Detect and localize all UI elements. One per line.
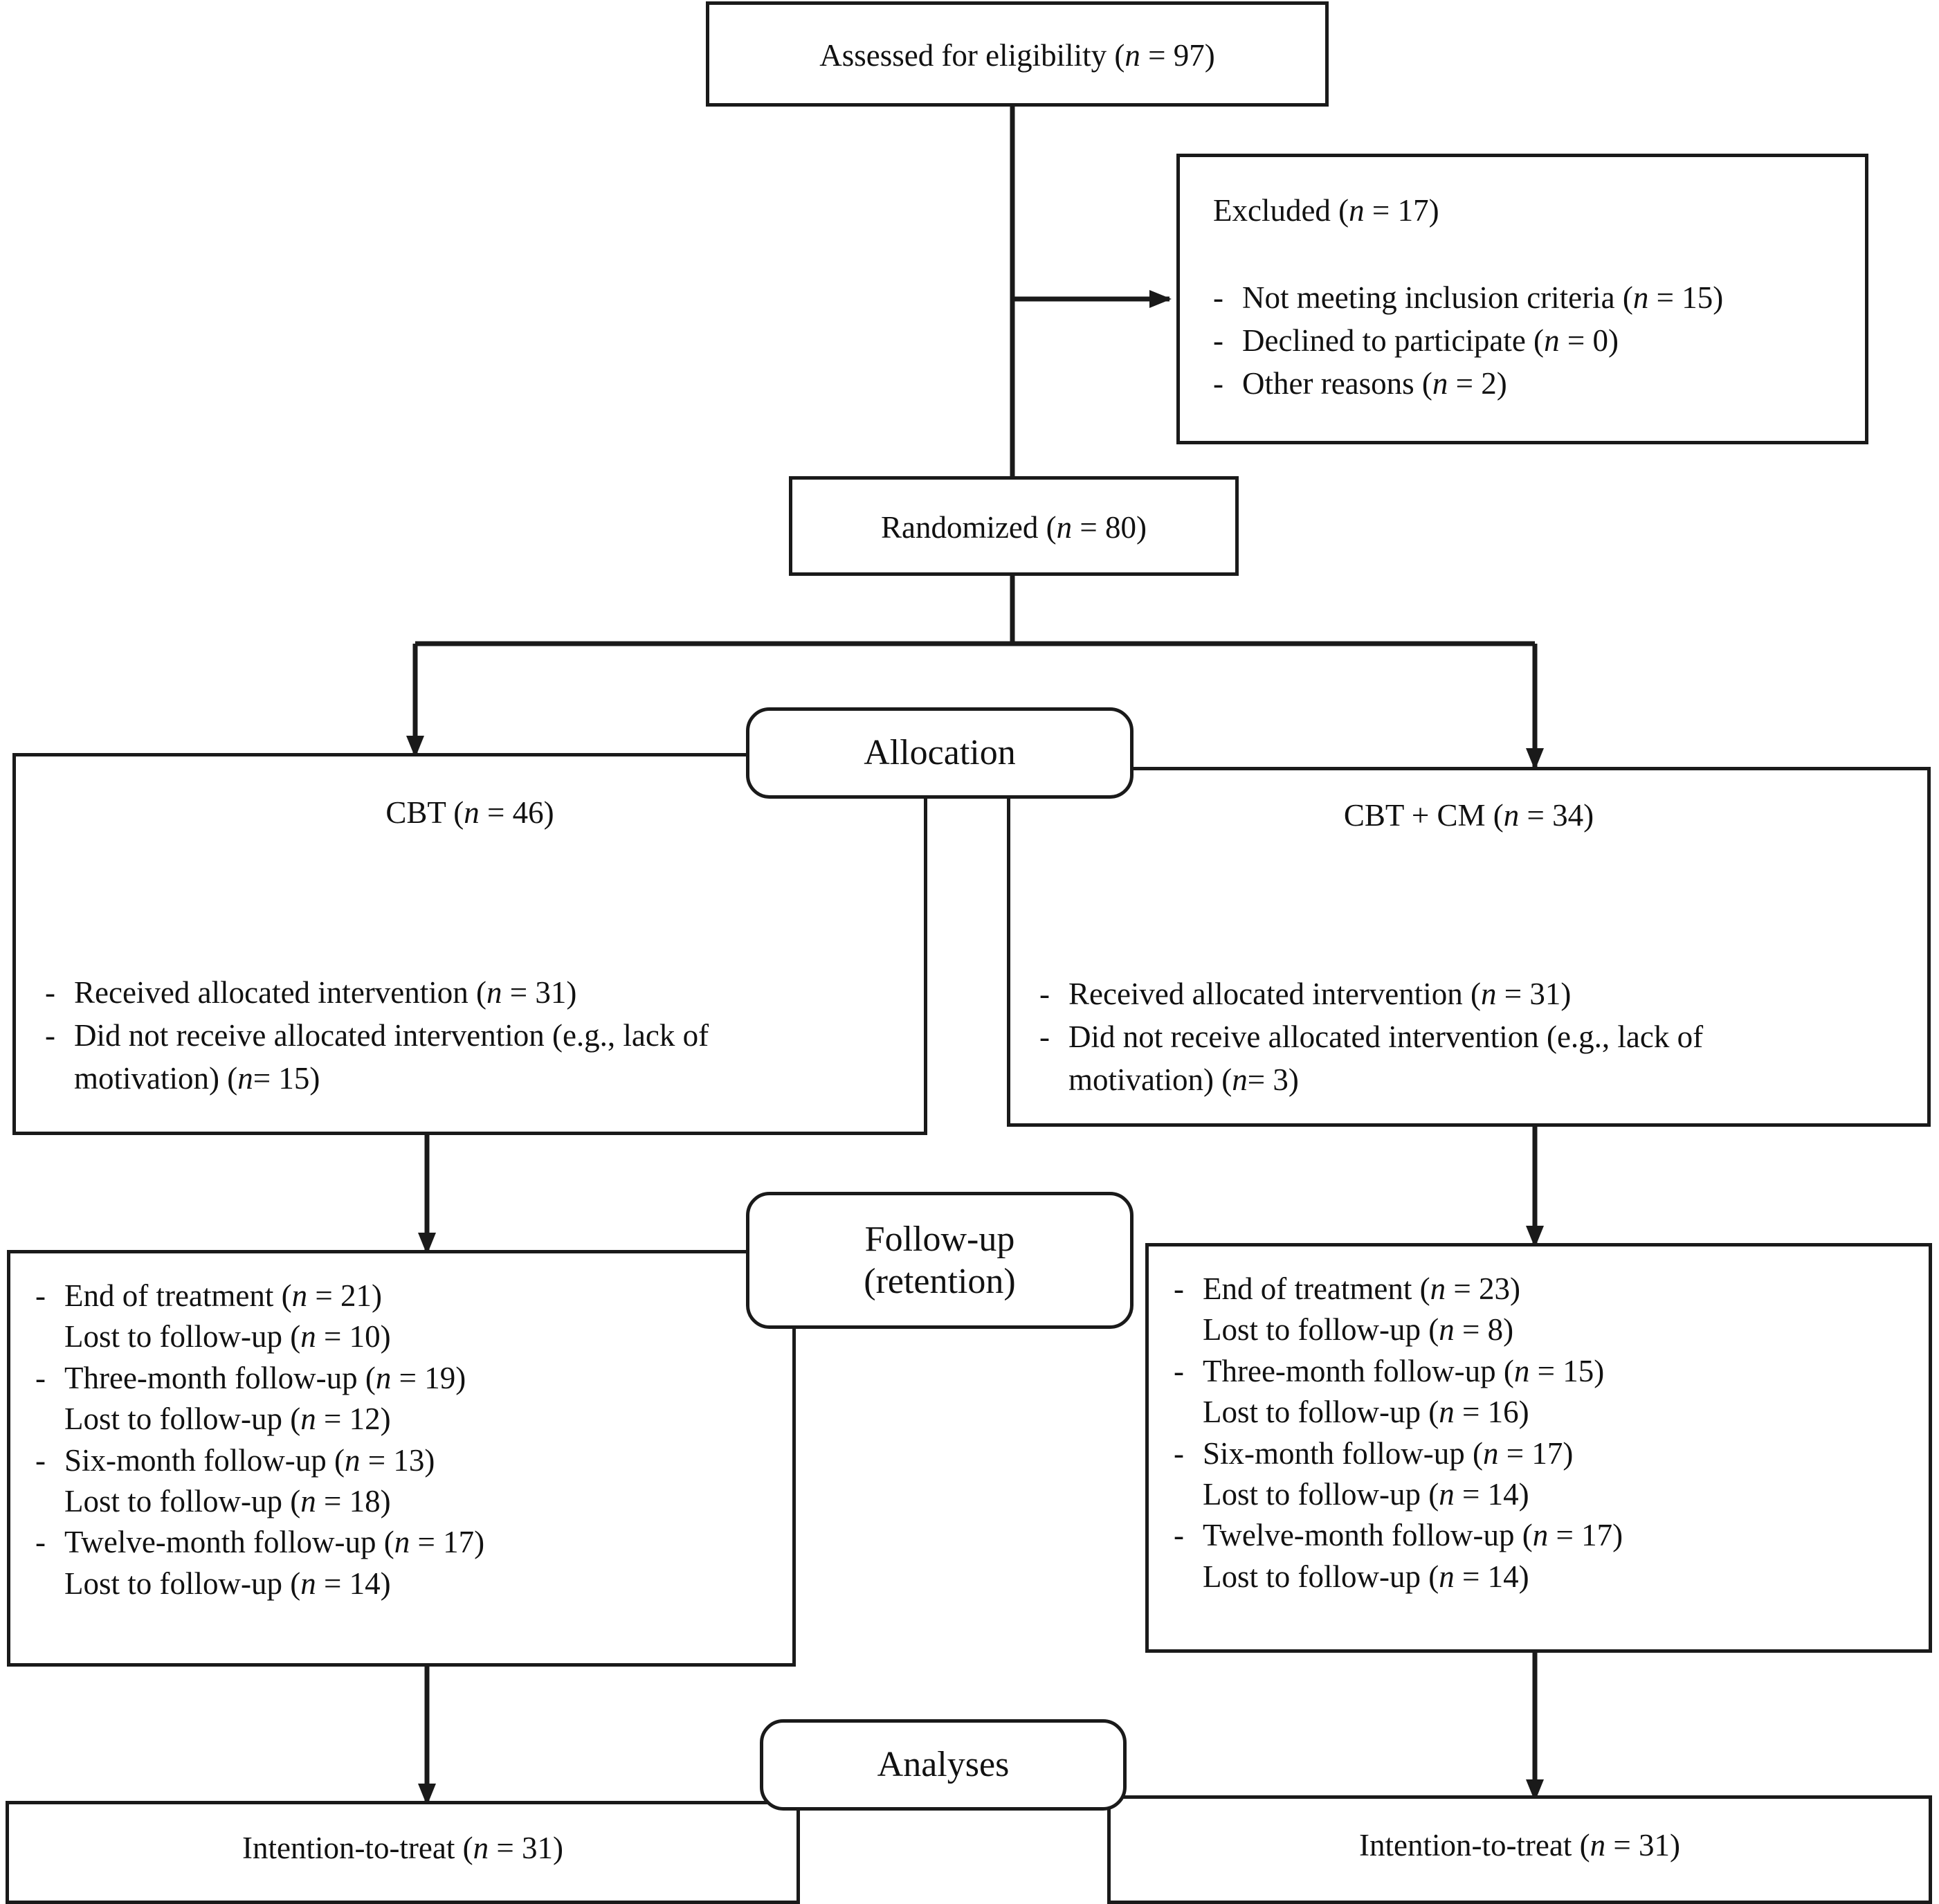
followup-right-lost: Lost to follow-up (n = 14) — [1203, 1559, 1529, 1594]
stage-label-allocation-text: Allocation — [864, 733, 1016, 773]
dash-bullet-icon: - — [35, 1442, 46, 1478]
excluded-reason-text: Not meeting inclusion criteria (n = 15) — [1242, 280, 1724, 315]
analyses-left-text: Intention-to-treat (n = 31) — [242, 1831, 563, 1865]
excluded-reason-item: - Declined to participate (n = 0) — [1213, 319, 1850, 362]
allocation-box-right: CBT + CM (n = 34) - Received allocated i… — [1007, 767, 1931, 1127]
excluded-reason-item: - Not meeting inclusion criteria (n = 15… — [1213, 276, 1850, 319]
followup-right-list: - End of treatment (n = 23) Lost to foll… — [1174, 1269, 1907, 1597]
stage-label-allocation: Allocation — [746, 707, 1134, 799]
followup-left-entry: - Six-month follow-up (n = 13) — [35, 1440, 769, 1481]
dash-bullet-icon: - — [35, 1525, 46, 1560]
allocation-left-heading: CBT (n = 46) — [385, 795, 554, 830]
followup-right-timepoint: Twelve-month follow-up (n = 17) — [1203, 1518, 1623, 1553]
followup-right-timepoint: End of treatment (n = 23) — [1203, 1271, 1520, 1306]
allocation-left-list: - Received allocated intervention (n = 3… — [45, 971, 896, 1100]
excluded-heading: Excluded (n = 17) — [1213, 193, 1439, 228]
dash-bullet-icon: - — [1174, 1353, 1184, 1388]
randomized-box: Randomized (n = 80) — [789, 476, 1239, 576]
analyses-box-right: Intention-to-treat (n = 31) — [1107, 1795, 1932, 1904]
excluded-reason-text: Other reasons (n = 2) — [1242, 366, 1507, 401]
dash-bullet-icon: - — [1174, 1271, 1184, 1306]
allocation-right-heading: CBT + CM (n = 34) — [1343, 798, 1594, 833]
dash-bullet-icon: - — [35, 1360, 46, 1395]
stage-label-followup: Follow-up (retention) — [746, 1192, 1134, 1329]
followup-right-entry: - Three-month follow-up (n = 15) — [1174, 1351, 1907, 1392]
followup-right-lost: Lost to follow-up (n = 8) — [1203, 1312, 1514, 1348]
excluded-reason-text: Declined to participate (n = 0) — [1242, 323, 1619, 359]
dash-bullet-icon: - — [45, 1018, 55, 1053]
dash-bullet-icon: - — [1039, 1019, 1050, 1055]
excluded-reason-item: - Other reasons (n = 2) — [1213, 362, 1850, 405]
followup-right-lost: Lost to follow-up (n = 16) — [1203, 1395, 1529, 1430]
followup-left-timepoint: Six-month follow-up (n = 13) — [64, 1442, 435, 1478]
allocation-box-left: CBT (n = 46) - Received allocated interv… — [12, 753, 927, 1135]
dash-bullet-icon: - — [1213, 280, 1223, 315]
allocation-left-item: - Did not receive allocated intervention… — [45, 1014, 896, 1100]
allocation-left-item-text: Did not receive allocated intervention (… — [74, 1018, 709, 1096]
followup-box-right: - End of treatment (n = 23) Lost to foll… — [1145, 1243, 1932, 1653]
analyses-box-left: Intention-to-treat (n = 31) — [6, 1801, 800, 1904]
assessed-for-eligibility-text: Assessed for eligibility (n = 97) — [819, 38, 1215, 73]
dash-bullet-icon: - — [1213, 323, 1223, 359]
followup-right-timepoint: Six-month follow-up (n = 17) — [1203, 1435, 1574, 1471]
followup-right-entry: - Twelve-month follow-up (n = 17) — [1174, 1515, 1907, 1556]
followup-right-entry: - Six-month follow-up (n = 17) — [1174, 1433, 1907, 1474]
stage-label-followup-line2: (retention) — [864, 1262, 1016, 1301]
randomized-text: Randomized (n = 80) — [880, 510, 1147, 545]
dash-bullet-icon: - — [1174, 1518, 1184, 1553]
allocation-right-item-text: Did not receive allocated intervention (… — [1068, 1019, 1704, 1098]
allocation-right-item-text: Received allocated intervention (n = 31) — [1068, 977, 1572, 1011]
assessed-for-eligibility-box: Assessed for eligibility (n = 97) — [706, 1, 1329, 107]
followup-left-timepoint: Twelve-month follow-up (n = 17) — [64, 1525, 485, 1560]
dash-bullet-icon: - — [35, 1278, 46, 1313]
followup-right-lost: Lost to follow-up (n = 14) — [1203, 1476, 1529, 1512]
analyses-right-text: Intention-to-treat (n = 31) — [1358, 1828, 1680, 1862]
excluded-box: Excluded (n = 17) - Not meeting inclusio… — [1176, 154, 1868, 444]
dash-bullet-icon: - — [1174, 1435, 1184, 1471]
followup-left-lost: Lost to follow-up (n = 12) — [64, 1402, 391, 1437]
stage-label-analyses-text: Analyses — [877, 1745, 1010, 1785]
followup-left-lost: Lost to follow-up (n = 14) — [64, 1566, 391, 1601]
dash-bullet-icon: - — [1213, 366, 1223, 401]
followup-left-timepoint: Three-month follow-up (n = 19) — [64, 1360, 466, 1395]
allocation-left-item-text: Received allocated intervention (n = 31) — [74, 975, 577, 1010]
followup-left-entry: - Twelve-month follow-up (n = 17) — [35, 1522, 769, 1563]
followup-left-lost: Lost to follow-up (n = 10) — [64, 1319, 391, 1354]
followup-left-entry: - Three-month follow-up (n = 19) — [35, 1358, 769, 1399]
followup-left-lost: Lost to follow-up (n = 18) — [64, 1483, 391, 1518]
followup-right-timepoint: Three-month follow-up (n = 15) — [1203, 1353, 1605, 1388]
followup-box-left: - End of treatment (n = 21) Lost to foll… — [7, 1250, 796, 1667]
stage-label-followup-line1: Follow-up — [864, 1219, 1015, 1259]
followup-left-timepoint: End of treatment (n = 21) — [64, 1278, 382, 1313]
allocation-right-item: - Did not receive allocated intervention… — [1039, 1015, 1901, 1101]
dash-bullet-icon: - — [45, 975, 55, 1010]
followup-left-entry: - End of treatment (n = 21) — [35, 1276, 769, 1316]
stage-label-analyses: Analyses — [760, 1719, 1127, 1811]
allocation-left-item: - Received allocated intervention (n = 3… — [45, 971, 896, 1014]
allocation-right-list: - Received allocated intervention (n = 3… — [1039, 972, 1901, 1101]
followup-left-list: - End of treatment (n = 21) Lost to foll… — [35, 1276, 769, 1604]
excluded-reason-list: - Not meeting inclusion criteria (n = 15… — [1213, 276, 1850, 405]
followup-right-entry: - End of treatment (n = 23) — [1174, 1269, 1907, 1309]
dash-bullet-icon: - — [1039, 977, 1050, 1011]
allocation-right-item: - Received allocated intervention (n = 3… — [1039, 972, 1901, 1015]
